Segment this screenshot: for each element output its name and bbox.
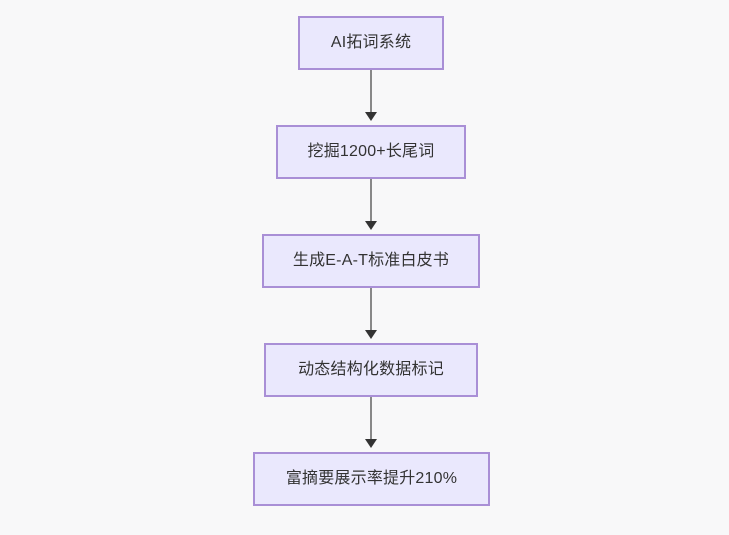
flow-node-eat-whitepaper[interactable]: 生成E-A-T标准白皮书: [262, 234, 480, 288]
edge-line-n3-n4: [370, 288, 372, 334]
flow-node-longtail-mining[interactable]: 挖掘1200+长尾词: [276, 125, 466, 179]
flow-node-label: 富摘要展示率提升210%: [285, 470, 458, 488]
edge-line-n1-n2: [370, 70, 372, 116]
edge-arrowhead-n1-n2: [365, 112, 377, 121]
flow-node-rich-snippet-result[interactable]: 富摘要展示率提升210%: [253, 452, 490, 506]
flow-node-label: AI拓词系统: [330, 34, 412, 52]
edge-arrowhead-n3-n4: [365, 330, 377, 339]
flow-node-structured-data-markup[interactable]: 动态结构化数据标记: [264, 343, 478, 397]
flow-node-ai-keyword-system[interactable]: AI拓词系统: [298, 16, 444, 70]
edge-arrowhead-n2-n3: [365, 221, 377, 230]
edge-arrowhead-n4-n5: [365, 439, 377, 448]
flow-node-label: 动态结构化数据标记: [298, 361, 444, 379]
edge-line-n4-n5: [370, 397, 372, 443]
flow-node-label: 挖掘1200+长尾词: [307, 143, 435, 161]
edge-line-n2-n3: [370, 179, 372, 225]
flow-node-label: 生成E-A-T标准白皮书: [292, 252, 450, 270]
